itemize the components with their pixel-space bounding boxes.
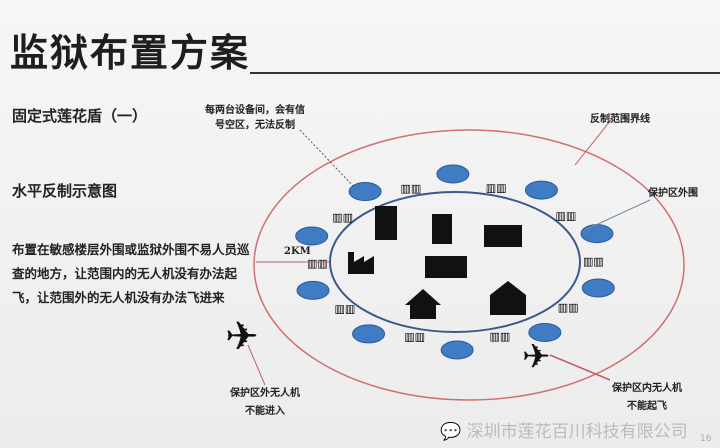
jammer-device <box>295 226 329 246</box>
fence-icon: ▥▥ <box>335 303 356 316</box>
wechat-icon: 💬 <box>440 422 462 442</box>
gap-label: 每两台设备间，会有信号空区，无法反制 <box>205 105 305 131</box>
fence-icon: ▥▥ <box>332 211 353 224</box>
fence-icon: ▥▥ <box>583 255 604 268</box>
fence-icon: ▥▥ <box>404 331 425 344</box>
building-icon <box>375 206 397 240</box>
city-icon <box>425 256 467 278</box>
fence-icon: ▥▥ <box>307 257 328 270</box>
page-number: 16 <box>700 434 712 444</box>
title-divider <box>250 72 720 74</box>
inside-label: 保护区内无人机不能起飞 <box>612 383 682 412</box>
jammer-device <box>436 164 470 184</box>
subtitle: 固定式莲花盾（一） <box>12 107 148 125</box>
jammer-device <box>440 340 474 360</box>
city-icon <box>484 225 522 247</box>
fence-icon: ▥▥ <box>401 182 422 195</box>
jammer-device <box>580 224 614 244</box>
fence-icon: ▥▥ <box>486 181 507 194</box>
building-icon <box>432 214 452 244</box>
fences: ▥▥ ▥▥ ▥▥ ▥▥ ▥▥ ▥▥ ▥▥ ▥▥ ▥▥ ▥▥ <box>307 181 604 343</box>
boundary-label: 反制范围界线 <box>590 114 650 125</box>
plane-icon: ✈ <box>522 337 551 377</box>
perimeter-label: 保护区外围 <box>648 188 698 199</box>
fence-icon: ▥▥ <box>489 330 510 343</box>
house-icon <box>405 289 441 319</box>
watermark: 💬 深圳市莲花百川科技有限公司 <box>440 422 688 442</box>
page-title: 监狱布置方案 <box>10 31 251 75</box>
fence-icon: ▥▥ <box>555 209 576 222</box>
barn-icon <box>490 281 526 315</box>
jammer-device <box>352 324 386 344</box>
plane-icon: ✈ <box>225 314 259 360</box>
boundary-ellipse <box>253 129 685 401</box>
jammer-device <box>348 182 382 202</box>
fence-icon: ▥▥ <box>558 301 579 314</box>
outside-label: 保护区外无人机不能进入 <box>230 388 300 417</box>
factory-icon <box>348 252 374 274</box>
buildings <box>348 206 526 319</box>
devices <box>295 164 615 360</box>
jammer-device <box>524 180 558 200</box>
distance-label: 2KM <box>284 246 311 257</box>
jammer-device <box>581 278 615 298</box>
jammer-device <box>296 280 330 300</box>
section-heading: 水平反制示意图 <box>12 182 118 200</box>
jammer-device <box>528 322 562 342</box>
description: 布置在敏感楼层外围或监狱外围不易人员巡查的地方，让范围内的无人机没有办法起飞，让… <box>12 242 250 305</box>
